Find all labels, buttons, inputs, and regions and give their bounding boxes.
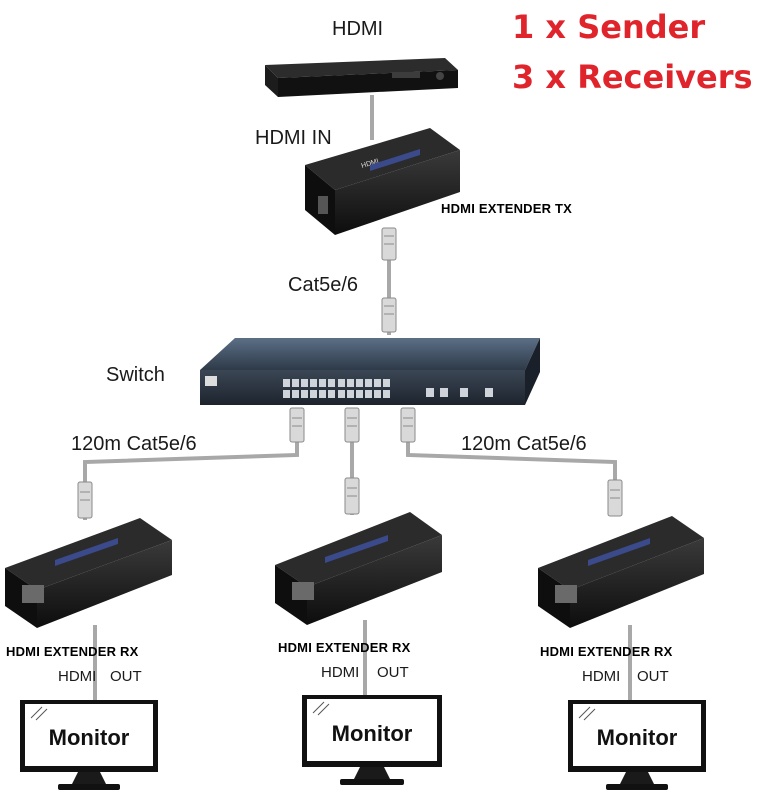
rx-label-center: HDMI EXTENDER RX <box>278 640 411 655</box>
rj45-plug-rx-center <box>344 477 360 515</box>
monitor-center: Monitor <box>302 695 442 785</box>
hdmi-source-player <box>265 58 458 97</box>
out-label-left: OUT <box>110 668 142 685</box>
rj45-plug-switch-3 <box>400 407 416 443</box>
cable-label-right: 120m Cat5e/6 <box>461 433 587 455</box>
rj45-plug-switch-1 <box>289 407 305 443</box>
hdmi-label-center: HDMI <box>321 664 360 681</box>
hdmi-in-label: HDMI IN <box>255 127 332 149</box>
hdmi-extender-tx-device: HDMI <box>305 128 460 235</box>
monitor-left: Monitor <box>20 700 158 790</box>
rj45-plug-switch-up <box>381 297 397 333</box>
network-switch <box>200 338 540 405</box>
rj45-plug-switch-2 <box>344 407 360 443</box>
out-label-right: OUT <box>637 668 669 685</box>
monitor-right-label: Monitor <box>597 725 678 750</box>
switch-label: Switch <box>106 364 165 386</box>
uplink-cable-label: Cat5e/6 <box>288 274 359 296</box>
hdmi-label-right: HDMI <box>582 668 621 685</box>
hdmi-extender-rx-device-right <box>538 516 704 628</box>
rj45-connectors <box>77 227 623 519</box>
hdmi-extender-rx-device-center <box>275 512 442 625</box>
hdmi-extender-rx-device-left <box>5 518 172 628</box>
monitor-left-label: Monitor <box>49 725 130 750</box>
headline-sender: 1 x Sender <box>512 8 706 46</box>
svg-text:HDMI: HDMI <box>361 158 380 170</box>
hdmi-label-left: HDMI <box>58 668 97 685</box>
tx-label: HDMI EXTENDER TX <box>441 201 573 216</box>
monitor-center-label: Monitor <box>332 721 413 746</box>
source-label: HDMI <box>332 18 384 40</box>
rj45-plug-rx-right <box>607 479 623 517</box>
rx-label-right: HDMI EXTENDER RX <box>540 644 673 659</box>
rj45-plug-tx <box>381 227 397 261</box>
switch-ports <box>283 379 493 398</box>
monitor-right: Monitor <box>568 700 706 790</box>
rj45-plug-rx-left <box>77 481 93 519</box>
rx-label-left: HDMI EXTENDER RX <box>6 644 139 659</box>
out-label-center: OUT <box>377 664 409 681</box>
headline-receivers: 3 x Receivers <box>512 58 753 96</box>
cable-label-left: 120m Cat5e/6 <box>71 433 197 455</box>
